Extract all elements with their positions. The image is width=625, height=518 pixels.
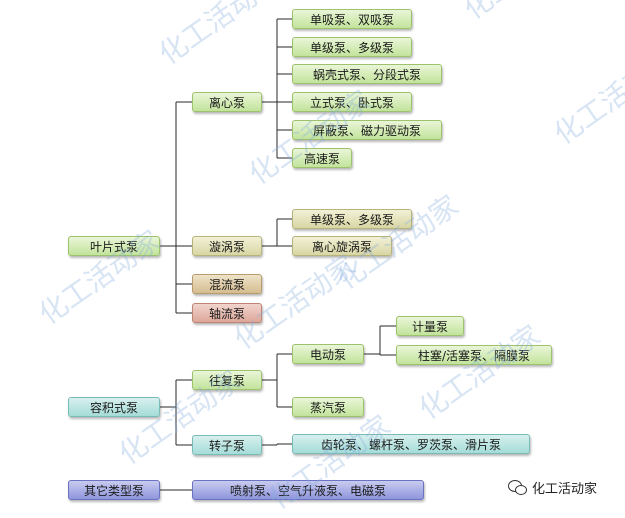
- node-lixin: 离心泵: [192, 92, 262, 112]
- node-l6: 高速泵: [292, 148, 352, 168]
- node-l4: 立式泵、卧式泵: [292, 92, 412, 112]
- node-qita: 其它类型泵: [68, 480, 160, 500]
- node-l5: 屏蔽泵、磁力驱动泵: [292, 120, 442, 140]
- node-xuanwo: 漩涡泵: [192, 236, 262, 256]
- node-l2: 单级泵、多级泵: [292, 37, 412, 57]
- node-l3: 蜗壳式泵、分段式泵: [292, 64, 442, 84]
- node-jiliang: 计量泵: [396, 316, 464, 336]
- node-chilun: 齿轮泵、螺杆泵、罗茨泵、滑片泵: [292, 434, 530, 454]
- node-zhusai: 柱塞/活塞泵、隔膜泵: [396, 345, 552, 365]
- brand-name: 化工活动家: [532, 482, 598, 497]
- wechat-icon: [508, 480, 527, 495]
- node-x2: 离心旋涡泵: [292, 236, 392, 256]
- node-penshe: 喷射泵、空气升液泵、电磁泵: [192, 480, 424, 500]
- node-diandong: 电动泵: [292, 344, 364, 364]
- node-x1: 单级泵、多级泵: [292, 209, 412, 229]
- node-l1: 单吸泵、双吸泵: [292, 9, 412, 29]
- node-yepian: 叶片式泵: [68, 236, 160, 256]
- node-zhengqi: 蒸汽泵: [292, 397, 364, 417]
- node-zhouliu: 轴流泵: [192, 303, 262, 323]
- node-hunliu: 混流泵: [192, 274, 262, 294]
- node-zhuanzi: 转子泵: [192, 435, 262, 455]
- node-rongji: 容积式泵: [68, 397, 160, 417]
- brand-label: 化工活动家: [508, 478, 597, 497]
- node-wangfu: 往复泵: [192, 370, 262, 390]
